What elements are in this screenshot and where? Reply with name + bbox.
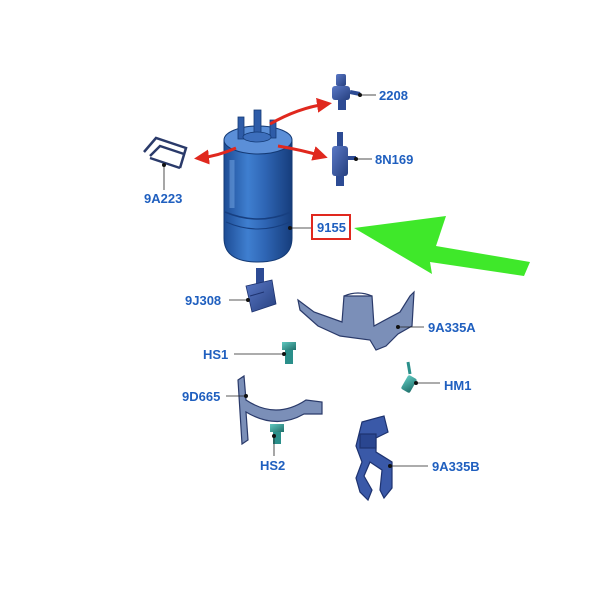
- label-hs2: HS2: [260, 458, 285, 473]
- label-8n169: 8N169: [375, 152, 413, 167]
- label-9155: 9155: [317, 220, 346, 235]
- red-arrow-group: [194, 97, 332, 165]
- green-pointer-arrow-icon: [354, 216, 530, 276]
- strap-9d665-icon: [237, 374, 323, 446]
- label-9a335a: 9A335A: [428, 320, 476, 335]
- connector-2208-icon: [332, 74, 361, 110]
- label-9a223: 9A223: [144, 191, 182, 206]
- sensor-9j308-icon: [245, 268, 277, 313]
- bracket-9a335a-icon: [297, 290, 415, 351]
- fastener-hm1-icon: [401, 361, 417, 393]
- connector-8n169-icon: [332, 132, 356, 186]
- label-hm1: HM1: [444, 378, 471, 393]
- clip-9a223-icon: [143, 136, 188, 170]
- bolt-hs2-icon: [270, 424, 284, 444]
- label-9j308: 9J308: [185, 293, 221, 308]
- label-2208: 2208: [379, 88, 408, 103]
- label-hs1: HS1: [203, 347, 228, 362]
- bolt-hs1-icon: [282, 342, 296, 364]
- label-9d665: 9D665: [182, 389, 220, 404]
- fuel-filter-icon: [223, 109, 293, 263]
- label-9a335b: 9A335B: [432, 459, 480, 474]
- bracket-9a335b-icon: [355, 415, 393, 502]
- highlight-box: [311, 214, 351, 240]
